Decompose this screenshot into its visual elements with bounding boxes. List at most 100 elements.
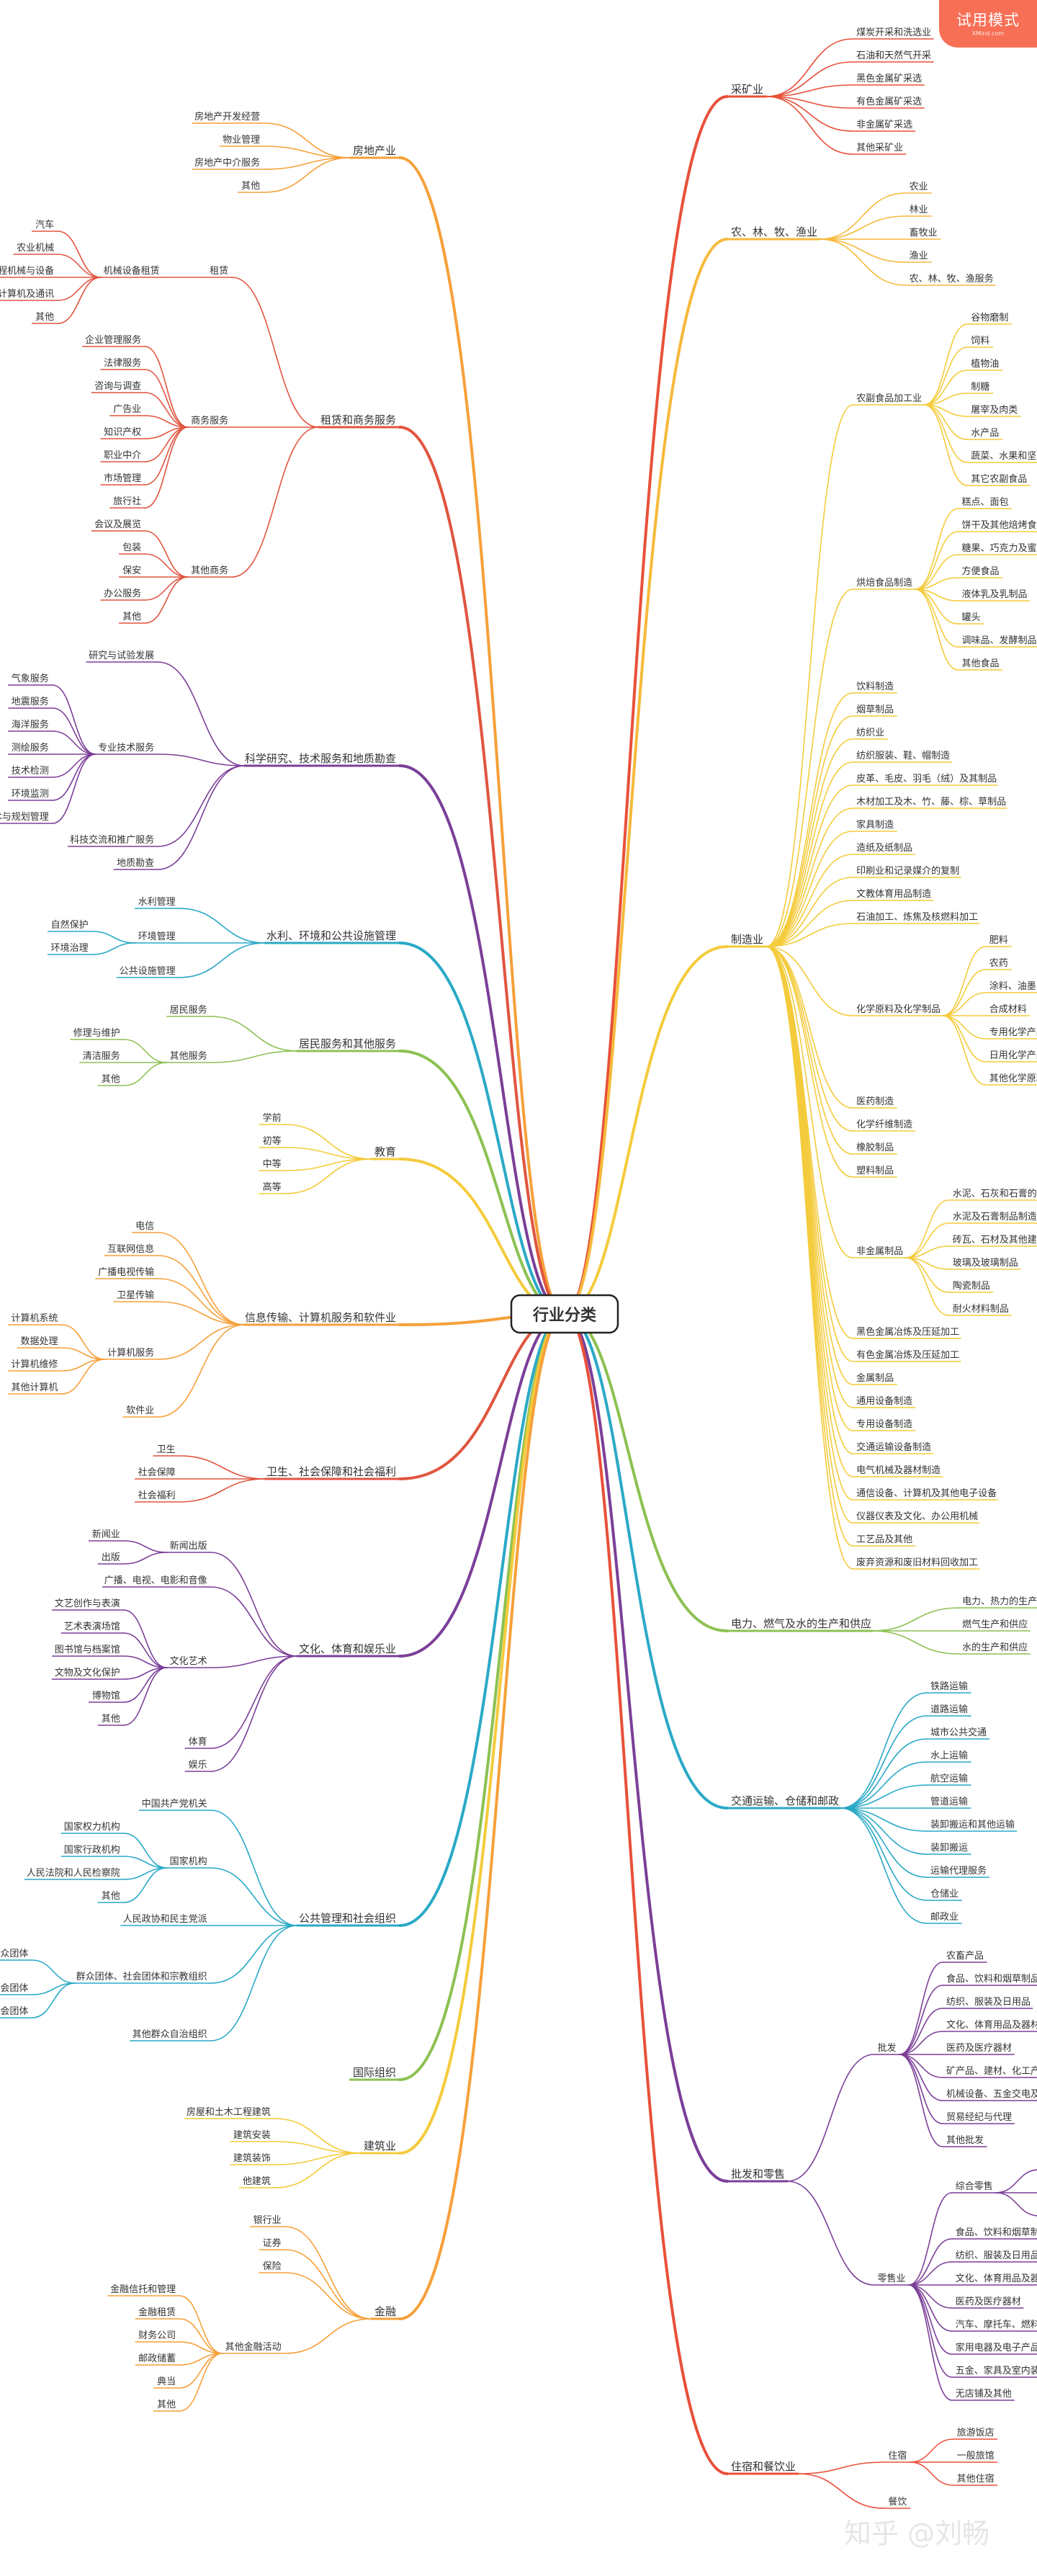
topic-node[interactable]: 农药 [989, 958, 1008, 969]
topic-node[interactable]: 技术检测 [12, 766, 49, 777]
topic-node[interactable]: 工艺品及其他 [856, 1534, 912, 1545]
topic-node[interactable]: 环境治理 [51, 943, 89, 954]
topic-node[interactable]: 出版 [102, 1552, 120, 1563]
topic-node[interactable]: 建筑工程机械与设备 [0, 265, 54, 277]
topic-node[interactable]: 公共设施管理 [120, 966, 176, 977]
topic-node[interactable]: 纺织业 [856, 728, 884, 738]
topic-node[interactable]: 管道运输 [930, 1796, 968, 1807]
topic-node[interactable]: 其他金融活动 [225, 2341, 282, 2353]
topic-node[interactable]: 商务服务 [191, 415, 228, 426]
topic-node[interactable]: 废弃资源和废旧材料回收加工 [856, 1557, 978, 1568]
topic-node[interactable]: 黑色金属冶炼及压延加工 [856, 1326, 959, 1338]
topic-node[interactable]: 矿产品、建材、化工产品 [946, 2066, 1037, 2077]
topic-node[interactable]: 房地产开发经营 [194, 111, 260, 122]
topic-node[interactable]: 金融信托和管理 [110, 2284, 176, 2295]
topic-node[interactable]: 社会保障 [138, 1467, 176, 1478]
topic-node[interactable]: 交通运输、仓储和邮政 [731, 1794, 839, 1807]
topic-node[interactable]: 方便食品 [962, 565, 1000, 577]
topic-node[interactable]: 科技交流和推广服务 [70, 834, 154, 846]
topic-node[interactable]: 社会福利 [138, 1490, 176, 1501]
topic-node[interactable]: 水上运输 [930, 1750, 968, 1761]
topic-node[interactable]: 广告业 [113, 404, 141, 415]
topic-node[interactable]: 地震服务 [12, 696, 49, 707]
topic-node[interactable]: 其他 [35, 312, 54, 323]
topic-node[interactable]: 农业机械 [17, 243, 54, 254]
topic-node[interactable]: 高等 [263, 1181, 282, 1193]
topic-node[interactable]: 林业 [910, 205, 928, 215]
topic-node[interactable]: 邮政业 [930, 1912, 959, 1923]
topic-node[interactable]: 计算机服务 [107, 1347, 154, 1359]
topic-node[interactable]: 文化艺术 [170, 1656, 207, 1667]
topic-node[interactable]: 物业管理 [223, 135, 260, 146]
topic-node[interactable]: 蔬菜、水果和坚果 [971, 451, 1037, 462]
topic-node[interactable]: 医药制造 [856, 1096, 894, 1107]
topic-node[interactable]: 制糖 [971, 381, 989, 393]
topic-node[interactable]: 其他 [102, 1074, 120, 1085]
topic-node[interactable]: 水泥及石膏制品制造 [953, 1211, 1037, 1222]
topic-node[interactable]: 专用设备制造 [856, 1418, 912, 1430]
topic-node[interactable]: 仓储业 [930, 1889, 959, 1900]
topic-node[interactable]: 住宿 [888, 2450, 907, 2461]
topic-node[interactable]: 陶瓷制品 [953, 1280, 990, 1292]
topic-node[interactable]: 社会团体 [0, 1982, 28, 1994]
topic-node[interactable]: 装卸搬运和其他运输 [930, 1819, 1015, 1830]
topic-node[interactable]: 旅行社 [113, 496, 141, 507]
topic-node[interactable]: 卫生、社会保障和社会福利 [266, 1465, 396, 1478]
topic-node[interactable]: 畜牧业 [910, 227, 938, 238]
topic-node[interactable]: 建筑安装 [233, 2129, 271, 2141]
topic-node[interactable]: 人民法院和人民检察院 [27, 1868, 120, 1879]
topic-node[interactable]: 群众团体 [0, 1949, 28, 1959]
topic-node[interactable]: 金属制品 [856, 1372, 894, 1384]
topic-node[interactable]: 食品、饮料和烟草制品 [946, 1973, 1037, 1985]
topic-node[interactable]: 包装 [122, 542, 141, 553]
topic-node[interactable]: 地质勘查 [117, 858, 154, 869]
topic-node[interactable]: 邮政储蓄 [138, 2353, 176, 2364]
topic-node[interactable]: 房地产中介服务 [194, 157, 260, 169]
topic-node[interactable]: 五金、家具及室内装修材料 [956, 2365, 1037, 2376]
topic-node[interactable]: 纺织服装、鞋、帽制造 [856, 750, 950, 761]
topic-node[interactable]: 家用电器及电子产品 [956, 2342, 1037, 2353]
topic-node[interactable]: 农、林、牧、渔业 [731, 225, 817, 238]
topic-node[interactable]: 农、林、牧、渔服务 [910, 273, 994, 285]
topic-node[interactable]: 其他住宿 [957, 2473, 995, 2485]
topic-node[interactable]: 塑料制品 [856, 1166, 894, 1176]
topic-node[interactable]: 自然保护 [51, 919, 89, 931]
topic-node[interactable]: 人民政协和民主党派 [123, 1914, 207, 1925]
topic-node[interactable]: 水利管理 [138, 897, 176, 908]
topic-node[interactable]: 批发和零售 [731, 2168, 785, 2181]
topic-node[interactable]: 其他 [241, 181, 260, 192]
topic-node[interactable]: 肥料 [989, 935, 1008, 946]
topic-node[interactable]: 文化、体育用品及器材 [956, 2273, 1037, 2284]
topic-node[interactable]: 信息传输、计算机服务和软件业 [245, 1311, 396, 1324]
topic-node[interactable]: 会议及展览 [94, 519, 141, 530]
topic-node[interactable]: 水的生产和供应 [962, 1642, 1028, 1653]
topic-node[interactable]: 其他计算机 [11, 1382, 58, 1393]
topic-node[interactable]: 糕点、面包 [962, 497, 1009, 508]
topic-node[interactable]: 银行业 [253, 2215, 282, 2226]
topic-node[interactable]: 金融租赁 [138, 2307, 176, 2318]
topic-node[interactable]: 住宿和餐饮业 [731, 2460, 796, 2473]
topic-node[interactable]: 居民服务和其他服务 [299, 1037, 396, 1050]
topic-node[interactable]: 租赁 [210, 266, 228, 277]
topic-node[interactable]: 证券 [263, 2237, 282, 2249]
topic-node[interactable]: 文化、体育和娱乐业 [299, 1642, 396, 1655]
topic-node[interactable]: 环境监测 [12, 789, 49, 800]
topic-node[interactable]: 化学原料及化学制品 [856, 1003, 941, 1015]
topic-node[interactable]: 道路运输 [930, 1704, 968, 1715]
topic-node[interactable]: 交通运输设备制造 [856, 1441, 931, 1453]
topic-node[interactable]: 玻璃及玻璃制品 [953, 1258, 1018, 1269]
topic-node[interactable]: 纺织、服装及日用品 [946, 1997, 1031, 2008]
topic-node[interactable]: 运输代理服务 [930, 1865, 987, 1877]
topic-node[interactable]: 国家行政机构 [64, 1844, 120, 1856]
topic-node[interactable]: 无店铺及其他 [956, 2389, 1012, 2400]
topic-node[interactable]: 群众团体、社会团体和宗教组织 [76, 1971, 207, 1982]
topic-node[interactable]: 其他 [157, 2400, 176, 2410]
topic-node[interactable]: 职业中介 [104, 450, 141, 461]
topic-node[interactable]: 农畜产品 [946, 1950, 984, 1962]
topic-node[interactable]: 液体乳及乳制品 [962, 589, 1028, 600]
topic-node[interactable]: 软件业 [126, 1405, 154, 1416]
topic-node[interactable]: 娱乐 [189, 1760, 207, 1771]
topic-node[interactable]: 国家权力机构 [64, 1821, 120, 1833]
topic-node[interactable]: 烟草制品 [856, 705, 894, 715]
topic-node[interactable]: 石油加工、炼焦及核燃料加工 [856, 911, 978, 923]
